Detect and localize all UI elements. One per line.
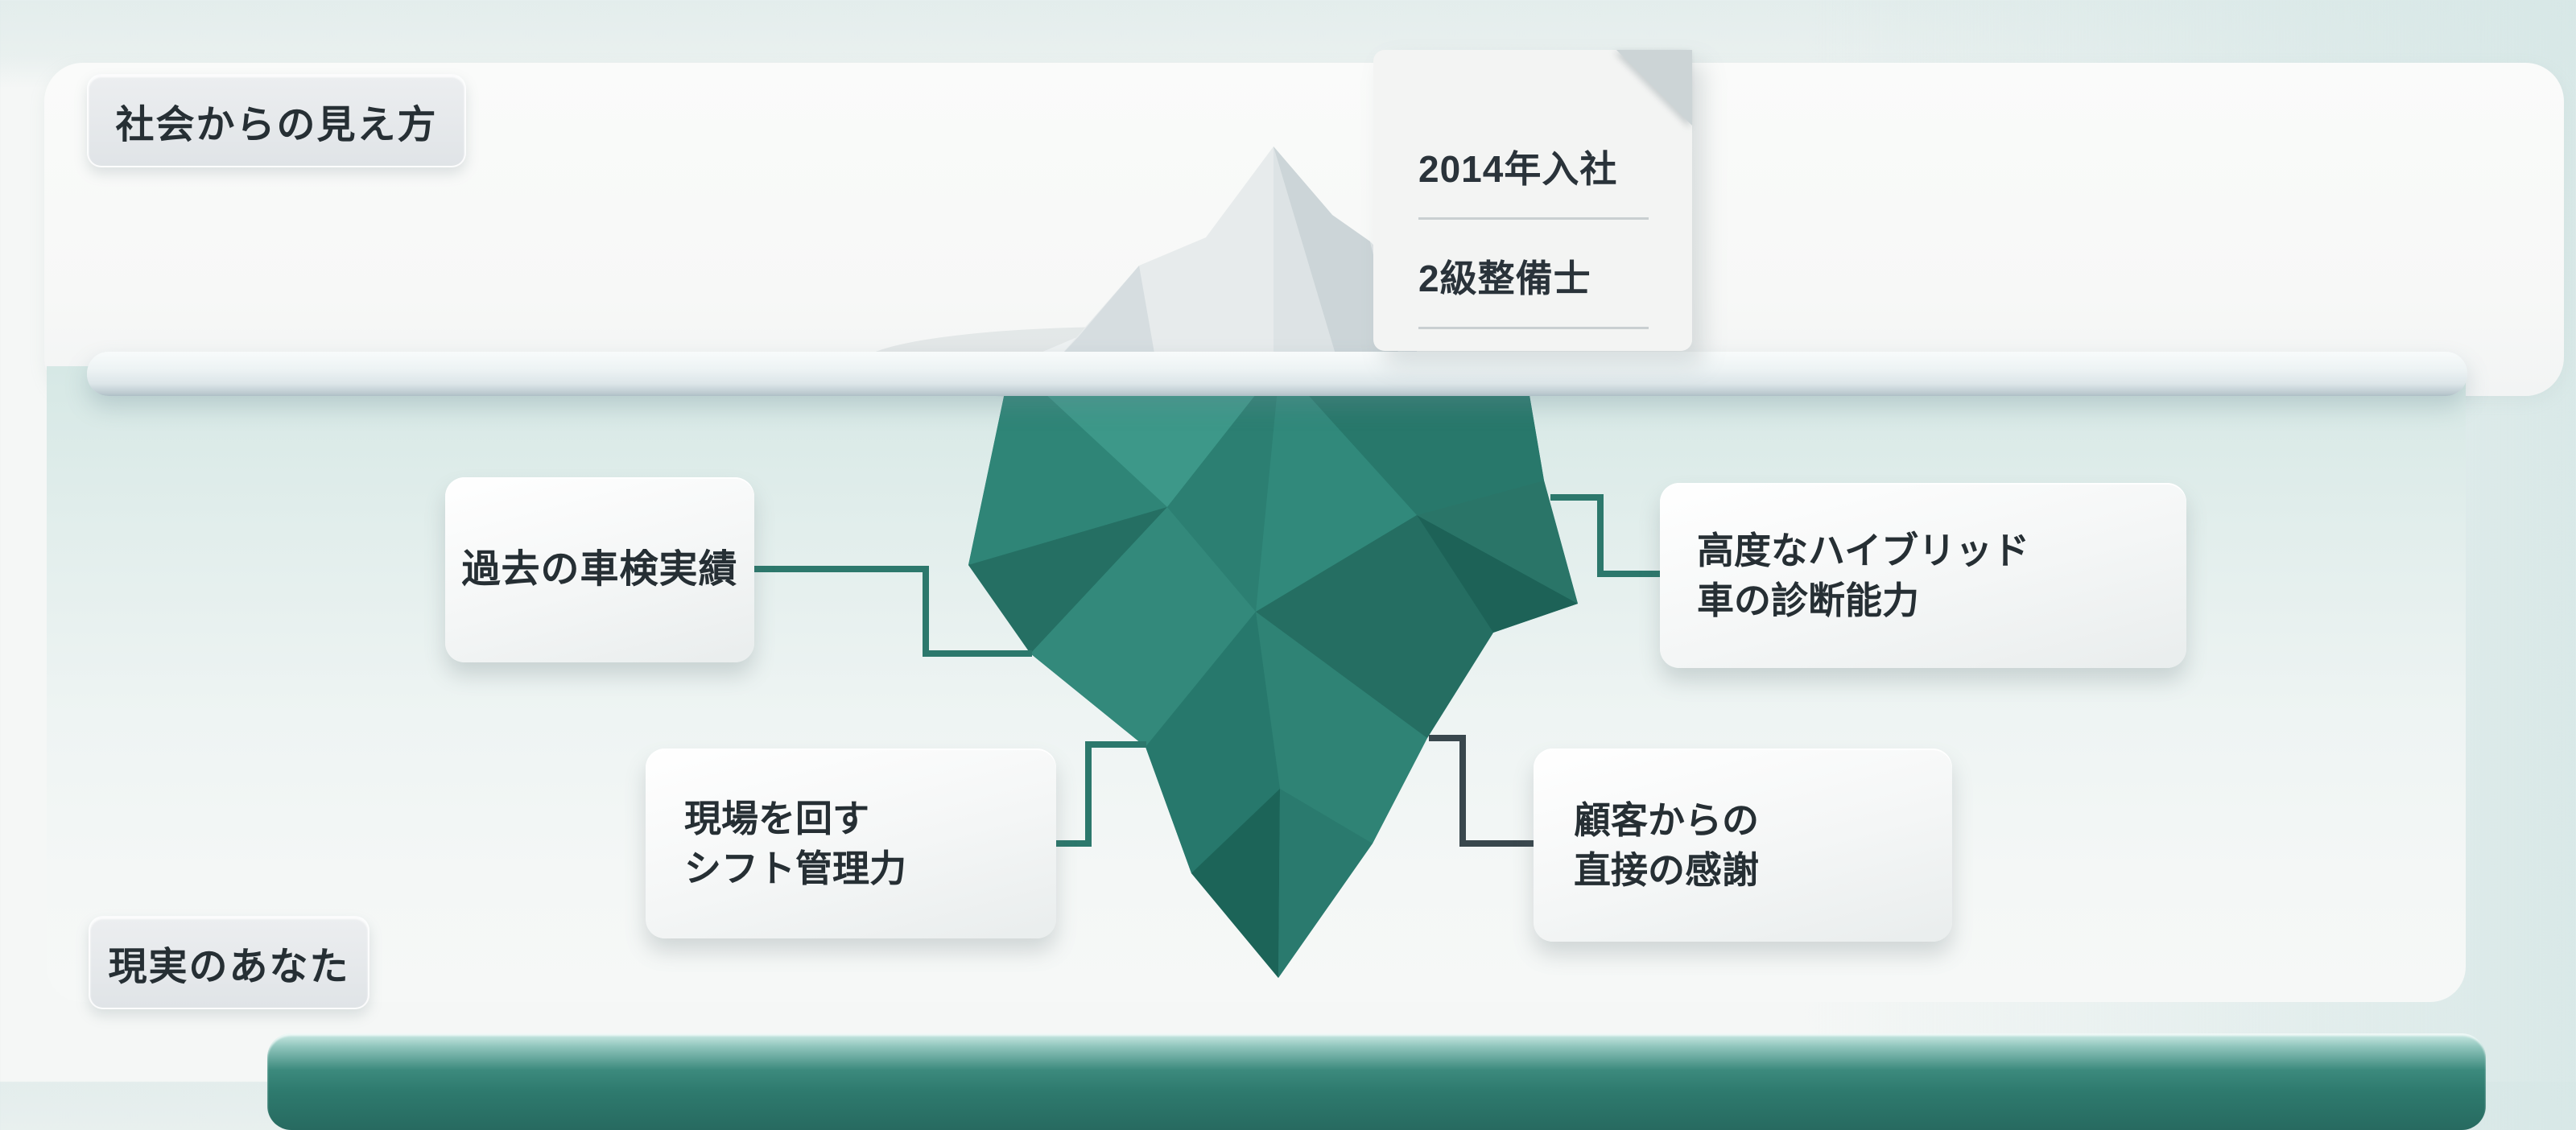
waterline-bar <box>87 352 2467 396</box>
profile-divider-1 <box>1418 217 1649 220</box>
surface-label-chip: 社会からの見え方 <box>87 74 466 167</box>
callout-text-gratitude-line1: 顧客からの <box>1574 798 1759 841</box>
callout-text-past-inspections: 過去の車検実績 <box>461 547 738 591</box>
connector-customer-gratitude <box>1429 735 1536 847</box>
profile-note-card: 2014年入社 2級整備士 <box>1373 50 1692 351</box>
reality-label: 現実のあなた <box>108 946 350 988</box>
bottom-banner <box>267 1033 2486 1130</box>
callout-text-hybrid-line1: 高度なハイブリッド <box>1697 529 2030 571</box>
callout-card-shift-management: 現場を回す シフト管理力 <box>646 749 1056 938</box>
callout-text-shift-line2: シフト管理力 <box>684 848 906 889</box>
callout-text-gratitude-line2: 直接の感謝 <box>1574 849 1759 891</box>
profile-line-1: 2014年入社 <box>1418 148 1618 190</box>
callout-text-shift-line1: 現場を回す <box>684 797 869 839</box>
connector-past-inspections <box>754 566 1032 657</box>
callout-card-past-inspections: 過去の車検実績 <box>445 477 754 662</box>
iceberg-body <box>968 362 1578 978</box>
callout-card-customer-gratitude: 顧客からの 直接の感謝 <box>1534 749 1952 942</box>
page-fold-icon <box>1616 50 1692 126</box>
surface-label: 社会からの見え方 <box>115 104 438 146</box>
connector-hybrid-diagnosis <box>1550 494 1662 577</box>
profile-divider-2 <box>1418 327 1649 329</box>
callout-card-hybrid-diagnosis: 高度なハイブリッド 車の診断能力 <box>1660 483 2186 668</box>
reality-label-chip: 現実のあなた <box>89 916 369 1009</box>
callout-text-hybrid-line2: 車の診断能力 <box>1697 579 1919 621</box>
profile-line-2: 2級整備士 <box>1418 258 1591 299</box>
